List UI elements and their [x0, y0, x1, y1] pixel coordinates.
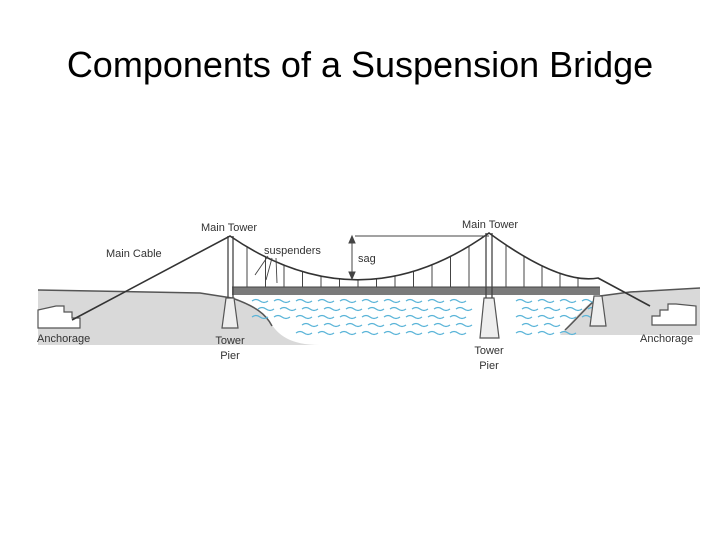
water-wave	[257, 306, 275, 312]
left-riverbank	[38, 290, 320, 345]
water-wave	[301, 306, 319, 312]
water-wave	[317, 330, 335, 336]
main-cable-label: Main Cable	[106, 248, 162, 260]
right-anchorage	[651, 303, 697, 326]
water-wave	[515, 298, 533, 304]
water-wave	[345, 322, 363, 328]
water-wave	[295, 298, 313, 304]
sag-dimension	[348, 234, 489, 281]
water-wave	[427, 298, 445, 304]
right-side-pier	[589, 295, 607, 327]
water-wave	[565, 306, 583, 312]
water-wave	[411, 306, 429, 312]
water-wave	[521, 306, 539, 312]
water-wave	[295, 330, 313, 336]
water-wave	[433, 306, 451, 312]
water-wave	[361, 330, 379, 336]
water-wave	[273, 314, 291, 320]
water-wave	[433, 322, 451, 328]
right-tower-pier	[479, 297, 500, 339]
main-tower-left-label: Main Tower	[201, 222, 257, 234]
tower-pier-right-label-line2: Pier	[479, 360, 499, 372]
water-wave	[279, 306, 297, 312]
water-wave	[515, 314, 533, 320]
water-wave	[405, 298, 423, 304]
suspenders-label: suspenders	[264, 245, 321, 257]
water-wave	[537, 298, 555, 304]
water-wave	[295, 314, 313, 320]
left-anchorage	[37, 305, 81, 329]
water-wave	[559, 314, 577, 320]
water-wave	[339, 314, 357, 320]
water-wave	[427, 314, 445, 320]
water-wave	[455, 322, 473, 328]
water-wave	[383, 298, 401, 304]
water-wave	[515, 330, 533, 336]
water-wave	[301, 322, 319, 328]
water-wave	[389, 306, 407, 312]
water-wave	[449, 314, 467, 320]
water-wave	[367, 322, 385, 328]
water-wave	[361, 314, 379, 320]
water-wave	[383, 314, 401, 320]
water-wave	[559, 298, 577, 304]
right-main-tower	[485, 233, 493, 298]
water-wave	[537, 314, 555, 320]
water-wave	[543, 306, 561, 312]
water-wave	[345, 306, 363, 312]
water-wave	[339, 330, 357, 336]
anchorage-left-label: Anchorage	[37, 333, 90, 345]
suspender-cables	[246, 244, 579, 287]
tower-pier-right-label-line1: Tower	[474, 345, 504, 357]
water-wave	[537, 330, 555, 336]
main-tower-right-label: Main Tower	[462, 219, 518, 231]
water-wave	[521, 322, 539, 328]
water-wave	[251, 298, 269, 304]
tower-pier-left-label-line2: Pier	[220, 350, 240, 362]
suspenders-leader-lines	[254, 255, 278, 284]
water-wave	[317, 314, 335, 320]
water-wave	[449, 330, 467, 336]
anchorage-right-label: Anchorage	[640, 333, 693, 345]
left-tower-pier	[221, 297, 239, 329]
water-wave	[361, 298, 379, 304]
water-wave	[323, 306, 341, 312]
tower-pier-left-label-line1: Tower	[215, 335, 245, 347]
water-wave	[251, 314, 269, 320]
bridge-deck	[232, 287, 600, 295]
water-wave	[405, 314, 423, 320]
slide-title: Components of a Suspension Bridge	[66, 44, 654, 85]
water-wave	[367, 306, 385, 312]
sag-label: sag	[358, 253, 376, 265]
water-wave	[543, 322, 561, 328]
water-wave	[455, 306, 473, 312]
main-cable	[71, 232, 651, 321]
water-wave	[317, 298, 335, 304]
water-wave	[405, 330, 423, 336]
river-water	[251, 298, 605, 336]
water-wave	[427, 330, 445, 336]
water-wave	[323, 322, 341, 328]
water-wave	[273, 298, 291, 304]
water-wave	[389, 322, 407, 328]
left-main-tower	[227, 236, 234, 298]
water-wave	[383, 330, 401, 336]
water-wave	[559, 330, 577, 336]
water-wave	[449, 298, 467, 304]
water-wave	[339, 298, 357, 304]
water-wave	[411, 322, 429, 328]
